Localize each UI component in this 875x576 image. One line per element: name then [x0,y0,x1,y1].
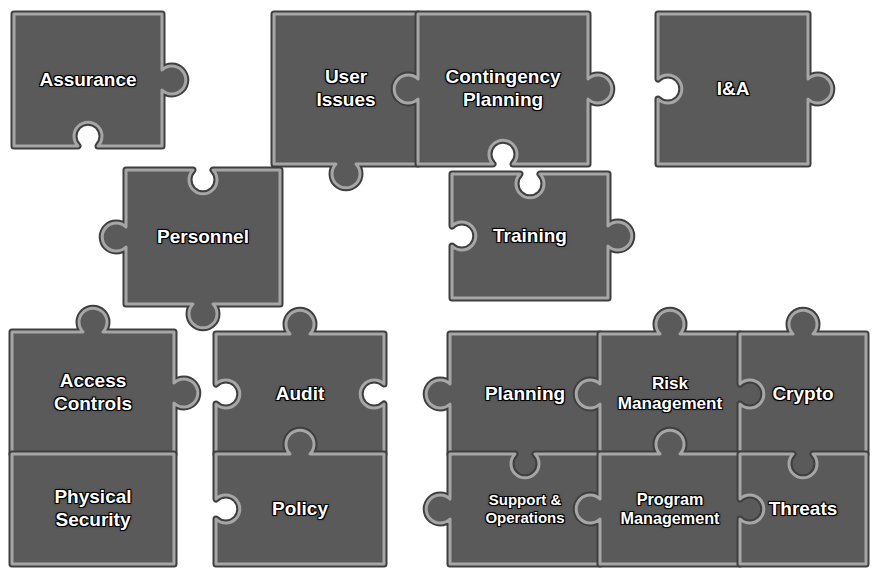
puzzle-piece: Access Controls [12,332,174,454]
piece-label: Access Controls [33,370,153,416]
piece-label: Planning [485,383,565,406]
puzzle-piece: Threats [740,454,866,564]
piece-label: Program Management [606,490,734,529]
puzzle-piece: I&A [658,14,808,164]
piece-label: Policy [272,498,328,521]
puzzle-piece: Assurance [14,14,162,146]
puzzle-piece: Program Management [600,454,740,564]
puzzle-piece: Personnel [126,170,280,304]
puzzle-piece: Crypto [740,334,866,454]
piece-label: I&A [717,78,750,101]
puzzle-piece: Physical Security [12,454,174,564]
piece-label: Assurance [39,69,136,92]
piece-label: User Issues [309,66,384,112]
piece-label: Physical Security [33,486,153,532]
piece-label: Crypto [772,383,833,406]
puzzle-piece: Training [452,174,608,298]
puzzle-piece: Contingency Planning [418,14,588,164]
piece-label: Training [493,225,567,248]
piece-label: Audit [276,383,325,406]
piece-label: Personnel [157,226,249,249]
piece-label: Contingency Planning [431,66,576,112]
puzzle-piece: Policy [216,454,384,564]
piece-label: Support & Operations [479,491,571,527]
piece-label: Risk Management [606,374,734,415]
piece-label: Threats [769,498,838,521]
